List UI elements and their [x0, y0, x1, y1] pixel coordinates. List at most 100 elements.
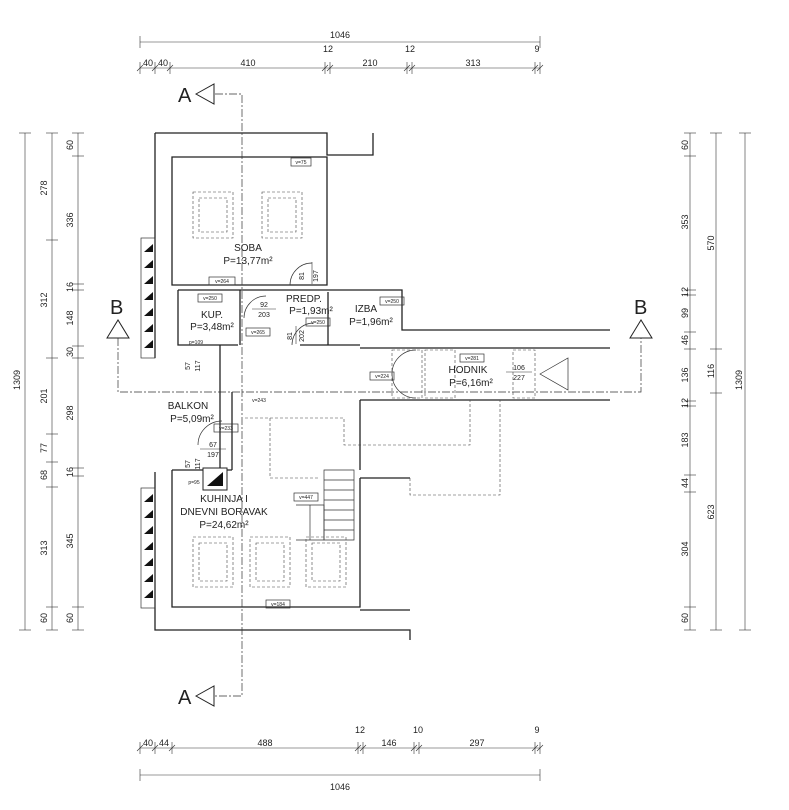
- bottom-seg-3: 488: [257, 738, 272, 748]
- right-inner-8: 183: [680, 432, 690, 447]
- top-seg-1: 40: [143, 58, 153, 68]
- bottom-seg-1: 40: [143, 738, 153, 748]
- top-dimension-chain: 1046 40 40 410 12 210 12 313 9: [136, 30, 544, 74]
- height-tag: v=281: [465, 356, 479, 362]
- right-inner-5: 46: [680, 335, 690, 345]
- door-dim-kup: 92 203: [252, 302, 276, 319]
- room-kuhinja-name-1: KUHINJA I: [200, 494, 248, 505]
- height-tag: v=224: [375, 374, 389, 380]
- right-outer-2: 116: [706, 364, 716, 378]
- left-inner-9: 60: [65, 613, 75, 623]
- right-inner-3: 12: [680, 287, 690, 297]
- left-outer-1: 278: [39, 180, 49, 195]
- svg-text:92: 92: [260, 302, 268, 309]
- top-seg-6: 12: [405, 44, 415, 54]
- top-seg-3: 410: [240, 58, 255, 68]
- svg-text:117: 117: [195, 360, 202, 371]
- left-inner-2: 336: [65, 212, 75, 227]
- window-shutters-upper: [140, 237, 156, 359]
- left-outer-7: 60: [39, 613, 49, 623]
- door-dim-balkon: 67 197: [200, 442, 226, 459]
- left-total-dim: 1309: [12, 370, 22, 390]
- right-outer-3: 623: [706, 504, 716, 519]
- room-predp-name: PREDP.: [286, 294, 322, 305]
- section-a-top-label: A: [178, 85, 192, 107]
- top-seg-4: 12: [323, 44, 333, 54]
- door-swings: [197, 262, 569, 446]
- room-izba-name: IZBA: [355, 304, 378, 315]
- right-inner-2: 353: [680, 214, 690, 229]
- left-outer-3: 201: [39, 388, 49, 403]
- left-inner-7: 16: [65, 467, 75, 477]
- left-dimension-chains: 1309 278 312 201 77 68 313 60 60 336 16 …: [12, 132, 84, 631]
- section-b-right-label: B: [634, 297, 647, 319]
- room-predp-area: P=1,93m²: [289, 306, 333, 317]
- right-inner-10: 304: [680, 541, 690, 556]
- room-kup-area: P=3,48m²: [190, 322, 234, 333]
- room-soba-area: P=13,77m²: [223, 256, 273, 267]
- left-outer-5: 68: [39, 470, 49, 480]
- height-tag: v=250: [203, 296, 217, 302]
- left-inner-4: 148: [65, 310, 75, 325]
- chimney: [202, 467, 228, 491]
- left-outer-2: 312: [39, 292, 49, 307]
- section-axis-a: A A: [178, 83, 243, 709]
- height-tag: p=95: [188, 480, 199, 486]
- height-tags: v=75 v=264 v=250 v=265 v=250 v=250 p=109…: [188, 157, 485, 609]
- top-seg-5: 210: [362, 58, 377, 68]
- window-shutters-lower: [140, 487, 156, 609]
- left-outer-6: 313: [39, 540, 49, 555]
- svg-text:202: 202: [299, 330, 306, 342]
- height-tag: v=250: [385, 299, 399, 305]
- right-dimension-chains: 60 353 12 99 46 136 12 183 44 304 60 570…: [680, 132, 751, 631]
- svg-text:81: 81: [287, 332, 294, 340]
- svg-text:197: 197: [313, 270, 320, 282]
- left-inner-5: 30: [65, 347, 75, 357]
- top-seg-2: 40: [158, 58, 168, 68]
- room-balkon-name: BALKON: [168, 401, 209, 412]
- height-tag: v=264: [215, 279, 229, 285]
- roof-windows: [192, 191, 536, 588]
- bottom-seg-8: 9: [534, 725, 539, 735]
- bottom-total-dim: 1046: [330, 782, 350, 792]
- height-tag: v=75: [296, 160, 307, 166]
- svg-text:106: 106: [513, 365, 525, 372]
- svg-text:67: 67: [209, 442, 217, 449]
- section-axis-b: B B: [106, 297, 653, 393]
- right-inner-11: 60: [680, 613, 690, 623]
- bottom-seg-7: 297: [469, 738, 484, 748]
- room-izba-area: P=1,96m²: [349, 317, 393, 328]
- door-dim-predp: 81 202: [287, 326, 306, 344]
- svg-text:227: 227: [513, 375, 525, 382]
- door-dim-soba: 81 197: [299, 262, 320, 284]
- svg-text:57: 57: [185, 362, 192, 370]
- top-total-dim: 1046: [330, 30, 350, 40]
- bottom-seg-4: 12: [355, 725, 365, 735]
- room-hodnik-name: HODNIK: [449, 365, 488, 376]
- height-tag: v=250: [311, 320, 325, 326]
- door-dim-hodnik: 106 227: [506, 365, 532, 382]
- bottom-seg-2: 44: [159, 738, 169, 748]
- svg-text:81: 81: [299, 272, 306, 280]
- svg-text:117: 117: [195, 458, 202, 469]
- top-seg-8: 9: [534, 44, 539, 54]
- right-inner-9: 44: [680, 478, 690, 488]
- room-hodnik-area: P=6,16m²: [449, 378, 493, 389]
- bottom-seg-6: 10: [413, 725, 423, 735]
- window-dim-lower: 57 117: [185, 458, 202, 469]
- right-total-dim: 1309: [734, 370, 744, 390]
- right-inner-7: 12: [680, 398, 690, 408]
- height-tag: v=233: [219, 426, 233, 432]
- section-a-bottom-label: A: [178, 687, 192, 709]
- room-balkon-area: P=5,09m²: [170, 414, 214, 425]
- height-tag: v=447: [299, 495, 313, 501]
- left-inner-1: 60: [65, 140, 75, 150]
- left-outer-4: 77: [39, 443, 49, 453]
- room-kuhinja-area: P=24,62m²: [199, 520, 249, 531]
- walls: [154, 132, 610, 640]
- svg-text:197: 197: [207, 452, 219, 459]
- top-seg-7: 313: [465, 58, 480, 68]
- right-inner-1: 60: [680, 140, 690, 150]
- bottom-dimension-chain: 40 44 488 12 146 10 297 9 1046: [136, 725, 544, 792]
- section-b-left-label: B: [110, 297, 123, 319]
